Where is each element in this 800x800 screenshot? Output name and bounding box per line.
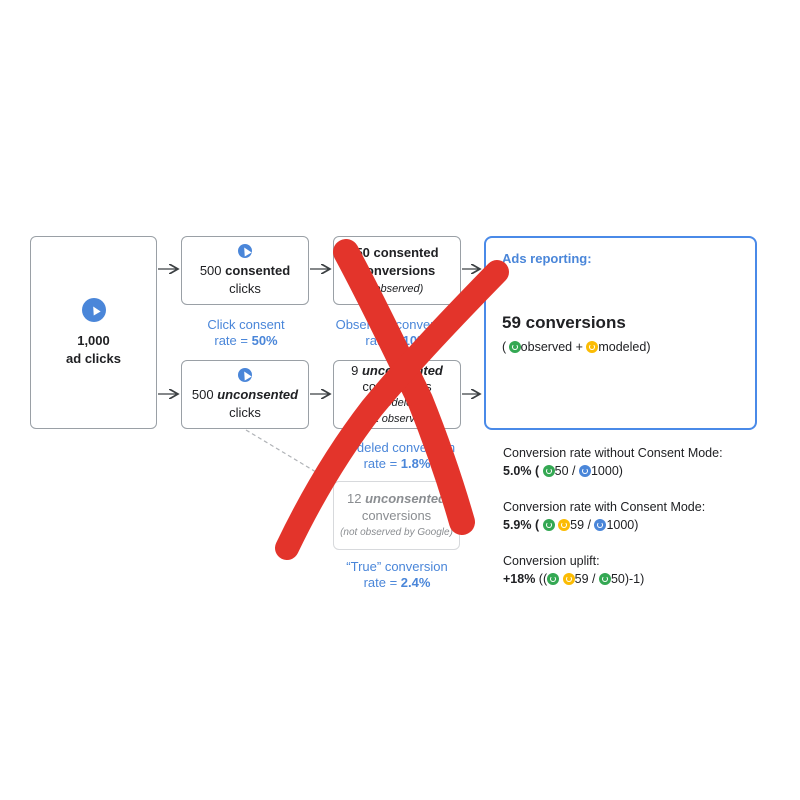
click-icon <box>578 465 591 477</box>
click-icon <box>238 243 252 258</box>
total-ad-clicks-box: 1,000 ad clicks <box>30 236 157 429</box>
stat-value: +18% <box>503 572 536 586</box>
cross-stroke-down <box>333 239 475 535</box>
true-conversion-caption: “True” conversion rate = 2.4% <box>346 559 448 590</box>
unconsented-clicks-line: 500 unconsented <box>191 386 299 402</box>
stat-label: Conversion rate without Consent Mode: <box>503 446 723 460</box>
true-unconsented-note: (not observed by Google) <box>340 527 453 538</box>
true-unconsented-conversions-box: 12 unconsented conversions (not observed… <box>333 481 460 550</box>
ads-reporting-box: Ads reporting: 59 conversions ( observed… <box>484 236 757 430</box>
consented-conversions-line: 50 consented <box>355 244 439 260</box>
consented-clicks-label: clicks <box>229 280 261 296</box>
click-consent-caption: Click consent rate = 50% <box>207 317 285 348</box>
modeled-icon <box>558 519 571 531</box>
click-icon <box>81 297 106 322</box>
observed-icon <box>542 519 555 531</box>
stat-conversion-uplift: Conversion uplift: +18% (( 59 / 50)-1) <box>503 554 645 586</box>
stat-label: Conversion uplift: <box>503 554 600 568</box>
unconsented-clicks-label: clicks <box>229 404 261 420</box>
observed-icon <box>542 465 555 477</box>
ads-reporting-title: Ads reporting: <box>502 251 592 266</box>
modeled-icon <box>586 341 599 353</box>
consented-conversions-note: (observed) <box>370 282 424 295</box>
observed-icon <box>547 573 560 585</box>
total-clicks-label: ad clicks <box>66 350 121 366</box>
true-unconsented-line: 12 unconsented <box>347 491 446 506</box>
consented-clicks-line: 500 consented <box>199 262 291 278</box>
stat-value: 5.0% <box>503 464 532 478</box>
true-unconsented-label: conversions <box>361 508 432 523</box>
stat-label: Conversion rate with Consent Mode: <box>503 500 706 514</box>
observed-icon <box>508 341 521 353</box>
stat-with-consent-mode: Conversion rate with Consent Mode: 5.9% … <box>503 500 706 532</box>
cross-stroke-up <box>275 260 509 560</box>
stat-value: 5.9% <box>503 518 532 532</box>
consented-conversions-label: conversions <box>358 262 436 278</box>
click-icon <box>238 367 252 382</box>
unconsented-clicks-box: 500 unconsented clicks <box>181 360 309 429</box>
observed-icon <box>598 573 611 585</box>
ads-breakdown: ( observed + modeled) <box>502 340 651 354</box>
total-clicks-count: 1,000 <box>77 332 110 348</box>
click-icon <box>594 519 607 531</box>
ads-headline: 59 conversions <box>502 313 626 332</box>
consented-clicks-box: 500 consented clicks <box>181 236 309 305</box>
stat-without-consent-mode: Conversion rate without Consent Mode: 5.… <box>503 446 723 478</box>
modeled-icon <box>562 573 575 585</box>
